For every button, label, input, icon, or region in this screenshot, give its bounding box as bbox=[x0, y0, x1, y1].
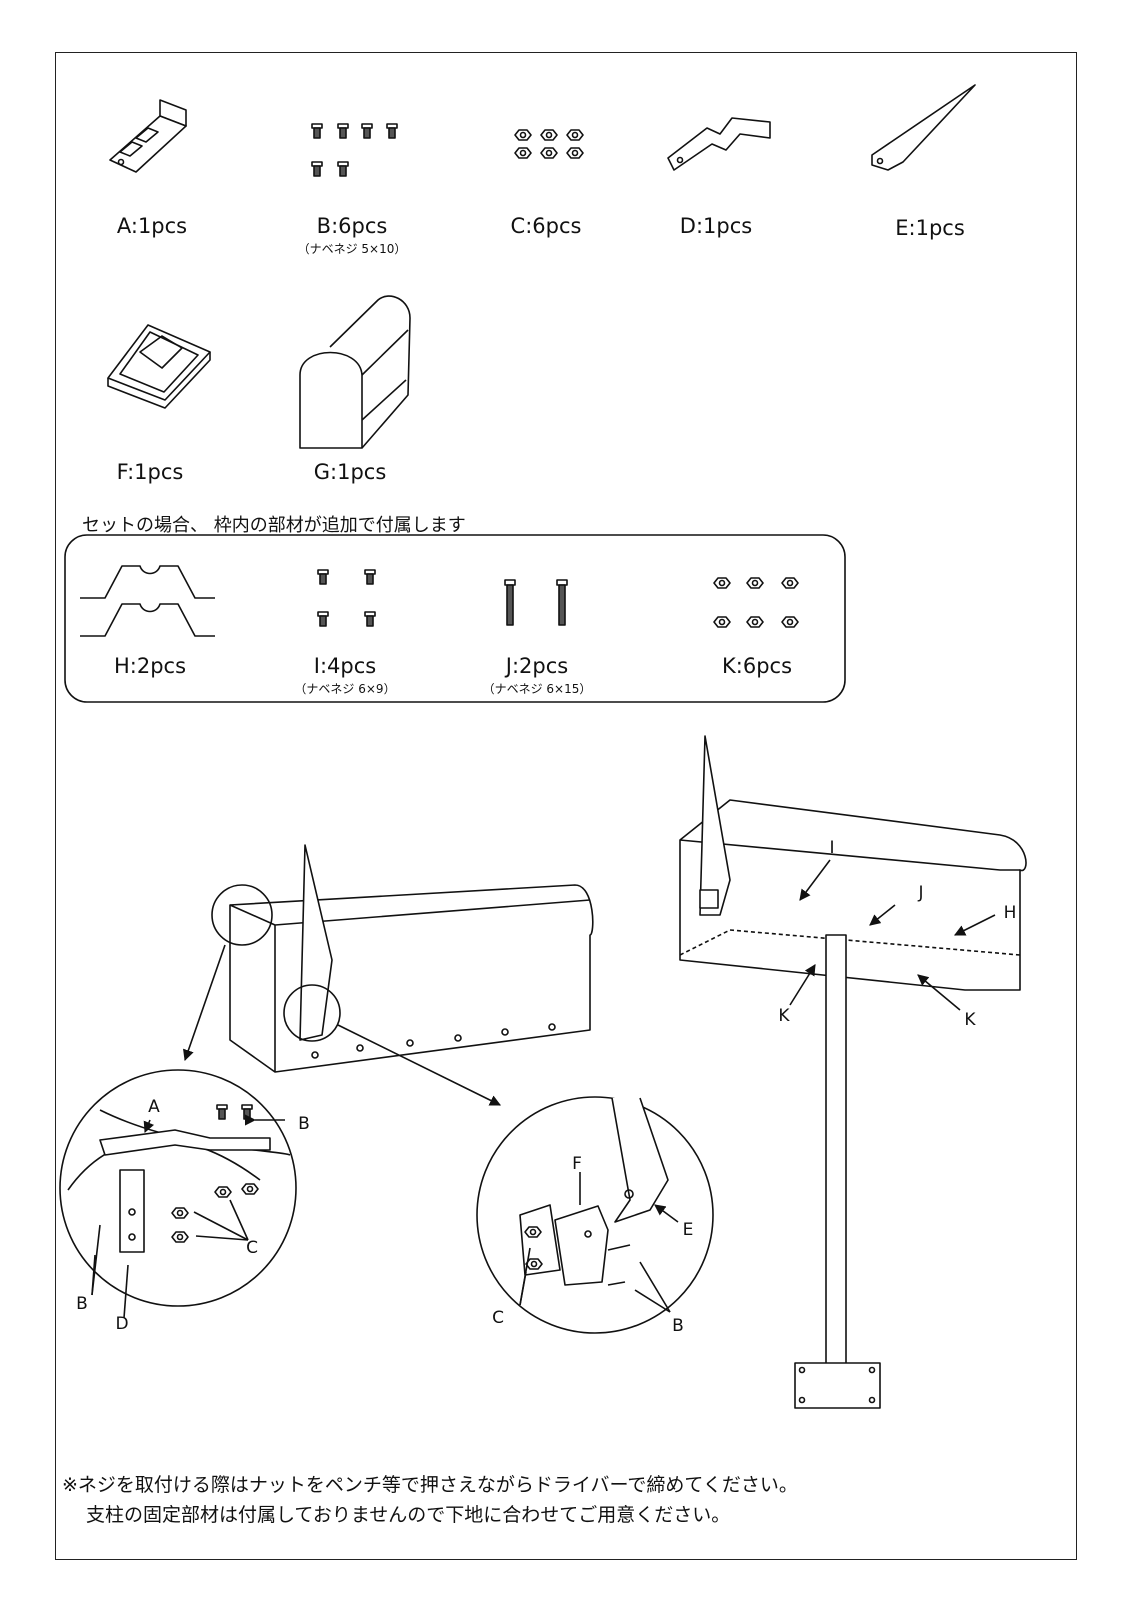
callout-h-right: H bbox=[1003, 903, 1017, 923]
detail-circle-left bbox=[59, 1069, 297, 1319]
part-note-b: （ナベネジ 5×10） bbox=[297, 242, 407, 256]
part-c-nuts-illustration bbox=[514, 129, 584, 159]
set-parts-frame bbox=[64, 534, 846, 703]
callout-c-left: C bbox=[246, 1238, 258, 1258]
part-label-h: H:2pcs bbox=[113, 654, 187, 678]
part-g-mailbox-illustration bbox=[299, 295, 411, 449]
instruction-sheet bbox=[55, 52, 1077, 1560]
callout-j-right: J bbox=[918, 883, 924, 903]
callout-c-middle: C bbox=[492, 1308, 504, 1328]
note-line-2: 支柱の固定部材は付属しておりませんので下地に合わせてご用意ください。 bbox=[86, 1504, 731, 1526]
part-label-c: C:6pcs bbox=[510, 214, 582, 238]
callout-b-left-top: B bbox=[298, 1114, 310, 1134]
part-k-nuts-illustration bbox=[713, 577, 799, 628]
part-label-k: K:6pcs bbox=[721, 654, 793, 678]
part-j-screws-illustration bbox=[504, 579, 568, 626]
callout-d-left: D bbox=[115, 1314, 129, 1334]
part-f-base-illustration bbox=[107, 324, 211, 409]
callout-i-right: I bbox=[829, 838, 835, 858]
note-line-1: ※ネジを取付ける際はナットをペンチ等で押さえながらドライバーで締めてください。 bbox=[62, 1474, 798, 1496]
part-label-g: G:1pcs bbox=[313, 460, 387, 484]
part-i-screws-illustration bbox=[317, 569, 376, 627]
part-label-a: A:1pcs bbox=[116, 214, 188, 238]
part-e-flag-illustration bbox=[871, 84, 976, 171]
callout-k-right-right: K bbox=[964, 1010, 976, 1030]
part-label-i: I:4pcs bbox=[313, 654, 377, 678]
part-h-brackets-illustration bbox=[80, 565, 215, 637]
callout-k-right-left: K bbox=[778, 1006, 790, 1026]
part-label-j: J:2pcs bbox=[505, 654, 569, 678]
part-a-bracket-illustration bbox=[109, 99, 187, 173]
part-label-f: F:1pcs bbox=[116, 460, 184, 484]
callout-e-middle: E bbox=[682, 1220, 694, 1240]
part-label-d: D:1pcs bbox=[679, 214, 753, 238]
part-label-b: B:6pcs bbox=[316, 214, 388, 238]
set-note: セットの場合、 枠内の部材が追加で付属します bbox=[82, 515, 466, 536]
mailbox-assembly-left bbox=[183, 844, 594, 1106]
mailbox-assembly-right bbox=[679, 735, 1027, 1409]
part-note-i: （ナベネジ 6×9） bbox=[294, 682, 396, 696]
callout-f-middle: F bbox=[572, 1154, 582, 1174]
callout-b-left-bottom: B bbox=[76, 1294, 88, 1314]
part-note-j: （ナベネジ 6×15） bbox=[482, 682, 592, 696]
callout-a-left: A bbox=[148, 1097, 160, 1117]
part-b-screws-illustration bbox=[311, 123, 398, 177]
detail-circle-middle bbox=[476, 1096, 714, 1334]
part-label-e: E:1pcs bbox=[895, 216, 965, 240]
part-d-bracket-illustration bbox=[667, 117, 771, 171]
callout-b-middle: B bbox=[672, 1316, 684, 1336]
